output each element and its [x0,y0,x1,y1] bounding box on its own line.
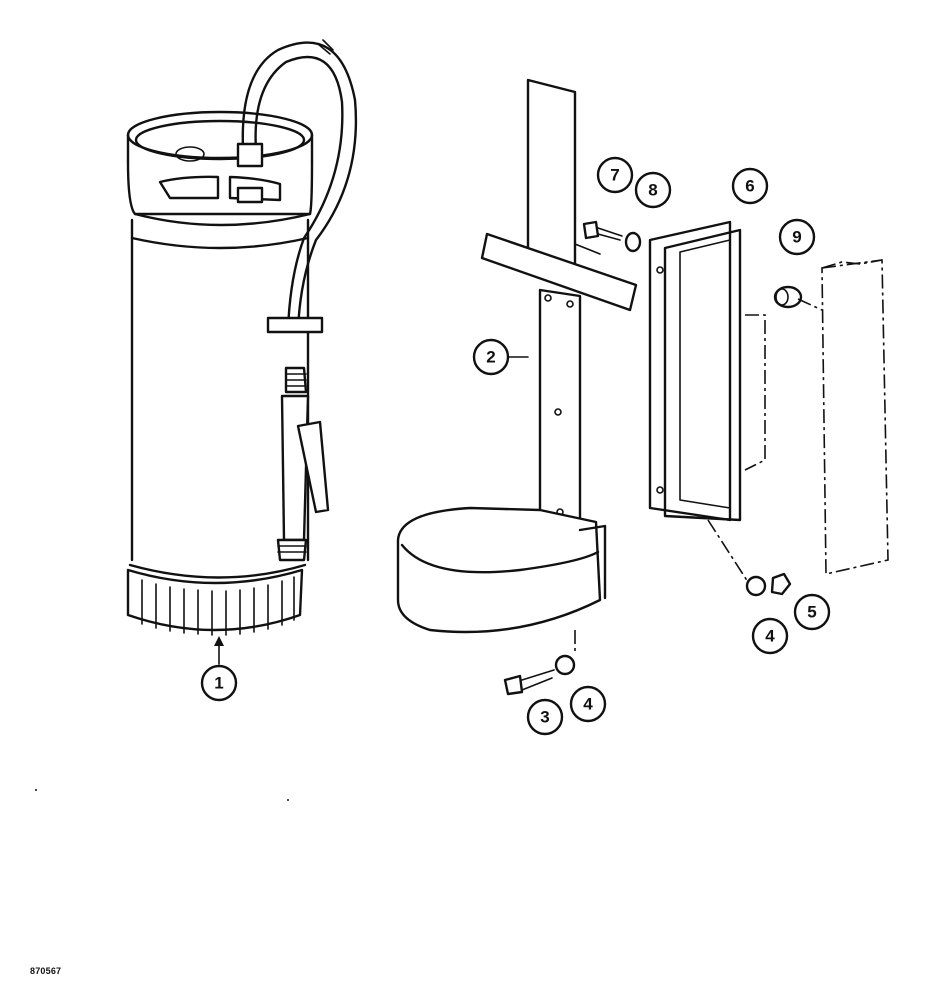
svg-text:9: 9 [792,228,801,247]
callout-3: 3 [526,698,564,736]
stray-dot [35,789,37,791]
figure-code: 870567 [30,966,62,976]
callout-4-lower: 4 [569,685,607,723]
hardware-parts [503,220,792,696]
stray-dot [287,799,289,801]
svg-text:4: 4 [583,695,593,714]
callout-2: 2 [472,338,529,376]
callout-1: 1 [200,664,238,702]
callout-5: 5 [793,593,831,631]
svg-text:2: 2 [486,348,495,367]
callout-6: 6 [731,167,769,205]
channel-holder [648,220,766,522]
callout-8: 8 [634,171,672,209]
svg-text:8: 8 [648,181,657,200]
callout-9: 9 [778,218,816,256]
sprayer-tank [126,39,358,665]
callout-7: 7 [596,156,634,194]
grommet [773,285,803,309]
svg-text:7: 7 [610,166,619,185]
svg-text:3: 3 [540,708,549,727]
callout-4-right: 4 [751,617,789,655]
svg-text:4: 4 [765,627,775,646]
phantom-container [797,259,889,575]
mounting-bracket [396,78,638,634]
svg-text:6: 6 [745,177,754,196]
svg-text:1: 1 [214,674,223,693]
svg-text:5: 5 [807,603,816,622]
